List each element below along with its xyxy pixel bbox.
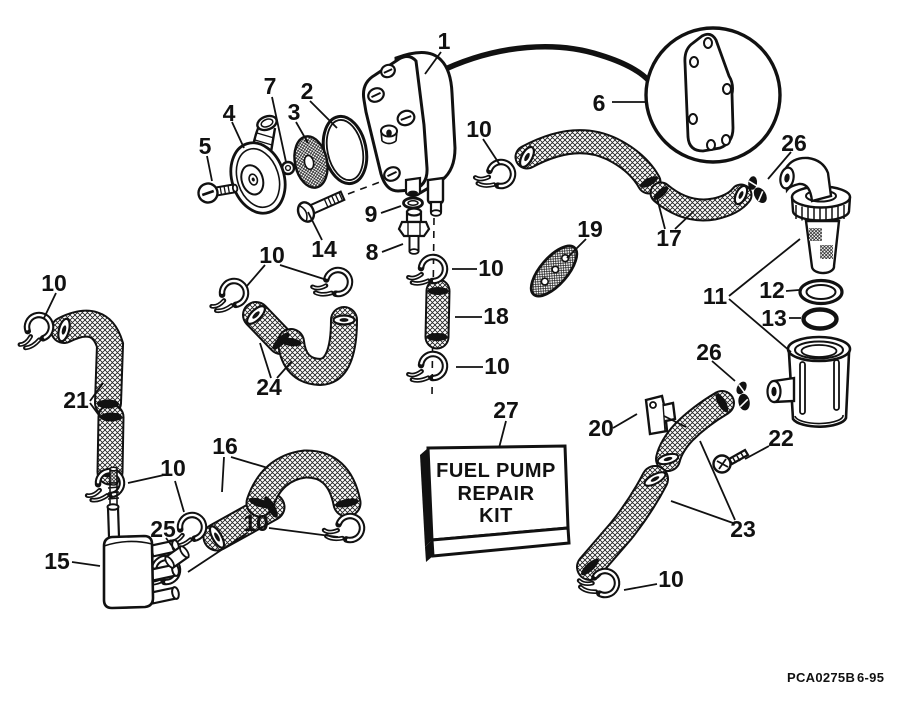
callout-20: 20 [588, 415, 614, 441]
callout-14: 14 [311, 236, 337, 262]
oring-12 [798, 278, 844, 306]
callout-23: 23 [730, 516, 756, 542]
callout-26-mid: 26 [696, 339, 722, 365]
screw-22 [712, 448, 750, 474]
sleeve-25 [164, 544, 190, 570]
callout-10-left-lower: 10 [160, 455, 186, 481]
kit-box-line1: FUEL PUMP [436, 460, 556, 482]
horn-fitting-4 [229, 114, 287, 215]
pump-outlet-nipples [404, 176, 445, 217]
footer: PCA0275B 6-95 [787, 670, 884, 685]
filter-element [804, 219, 841, 275]
footer-part-code: PCA0275B [787, 670, 855, 685]
gasket-inset [435, 26, 782, 164]
callout-15: 15 [44, 548, 70, 574]
oring-9 [402, 196, 424, 210]
filter-assembly-11 [766, 156, 852, 428]
callout-labels: 1 2 3 4 5 6 7 8 9 10 10 10 10 10 10 10 1… [41, 28, 807, 592]
hose-23 [579, 392, 731, 578]
filter-bowl [766, 335, 852, 428]
callout-16: 16 [212, 433, 238, 459]
callout-11: 11 [703, 283, 728, 309]
hose-16 [207, 464, 359, 550]
callout-7: 7 [264, 73, 277, 99]
callout-13: 13 [761, 305, 787, 331]
fitting-8 [397, 207, 431, 255]
callout-24: 24 [256, 374, 282, 400]
hose-24 [244, 303, 354, 372]
callout-10-bottom-right: 10 [658, 566, 684, 592]
callout-27: 27 [493, 397, 519, 423]
callout-4: 4 [223, 100, 236, 126]
callout-10-lower-mid: 10 [484, 353, 510, 379]
fuel-pump-body [362, 51, 457, 217]
callout-10-mid-pair: 10 [259, 242, 285, 268]
primer-body-15 [102, 466, 180, 610]
callout-9: 9 [365, 201, 378, 227]
kit-box-line3: KIT [479, 505, 513, 527]
callout-6: 6 [593, 90, 606, 116]
callout-10-top: 10 [466, 116, 492, 142]
plate-19 [529, 244, 579, 298]
callout-10-bottom-left: 10 [243, 510, 269, 536]
repair-kit-box: FUEL PUMP REPAIR KIT [420, 444, 571, 562]
screw-5 [197, 182, 239, 204]
bracket-20 [644, 394, 677, 436]
wing-clamp-26-mid [732, 378, 754, 413]
callout-8: 8 [366, 239, 379, 265]
pump-screw-heads [367, 63, 416, 182]
callout-25: 25 [150, 516, 176, 542]
callout-5: 5 [199, 133, 212, 159]
strainer-disc-3 [293, 135, 329, 189]
callout-3: 3 [288, 99, 301, 125]
oring-13 [801, 307, 839, 331]
elbow-fitting [779, 156, 833, 203]
hose-21 [56, 318, 122, 478]
pump-boss [380, 124, 398, 145]
callout-21: 21 [63, 387, 89, 413]
callout-1: 1 [438, 28, 451, 54]
callout-2: 2 [301, 78, 314, 104]
callout-10-upper-mid: 10 [478, 255, 504, 281]
footer-date-code: 6-95 [857, 670, 884, 685]
gasket-holes [688, 37, 732, 151]
leader-lines [43, 51, 801, 591]
callout-19: 19 [577, 216, 603, 242]
callout-22: 22 [768, 425, 794, 451]
callout-18: 18 [483, 303, 509, 329]
callout-12: 12 [759, 277, 785, 303]
callout-17: 17 [656, 225, 682, 251]
screw-14 [296, 190, 346, 223]
callout-26-top: 26 [781, 130, 807, 156]
hose-18 [427, 287, 449, 341]
callout-10-far-left: 10 [41, 270, 67, 296]
kit-box-line2: REPAIR [457, 483, 534, 505]
